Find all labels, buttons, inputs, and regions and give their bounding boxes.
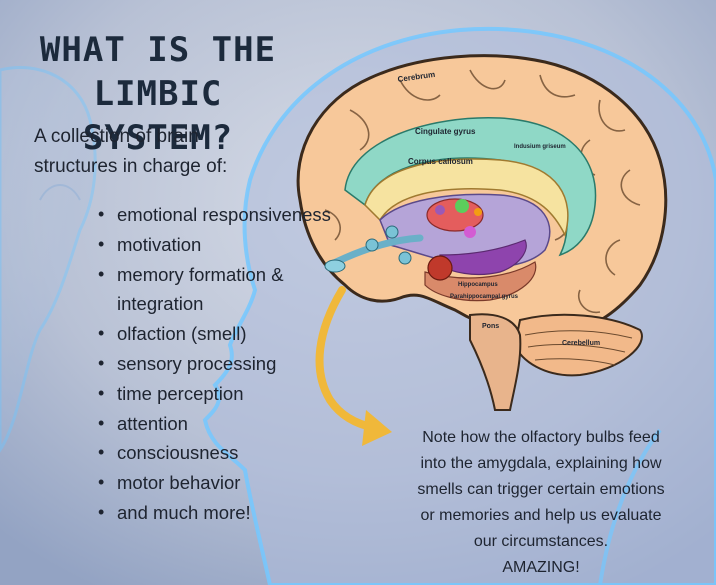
list-item: motivation [98,230,338,260]
note-line: our circumstances. [473,533,609,550]
amygdala [427,255,453,281]
list-item: motor behavior [98,468,338,498]
list-item: emotional responsiveness [98,200,338,230]
hippocampus [439,239,527,276]
page-title: WHAT IS THE LIMBIC SYSTEM? [18,28,298,160]
label-indusium-griseum: Indusium griseum [514,144,566,150]
parahippocampal-gyrus [424,261,537,302]
list-item: sensory processing [98,349,338,379]
note-line: AMAZING! [502,559,580,576]
list-item: attention [98,409,338,439]
list-item: time perception [98,379,338,409]
left-head-silhouette [0,65,97,453]
label-pons: Pons [482,323,499,330]
brain-diagram: Cerebrum Cingulate gyrus Indusium griseu… [296,54,668,411]
brainstem [469,313,522,411]
list-item: olfaction (smell) [98,319,338,349]
label-cingulate-gyrus: Cingulate gyrus [415,127,476,136]
list-item: consciousness [98,438,338,468]
note-line: into the amygdala, explaining how [420,455,662,472]
function-list: emotional responsiveness motivation memo… [98,200,338,528]
label-corpus-callosum: Corpus callosum [408,157,473,166]
note-line: smells can trigger certain emotions [417,481,665,498]
cingulate-gyrus [344,117,597,257]
title-line-1: WHAT IS THE [39,30,277,70]
corpus-callosum [364,158,569,238]
intro-text: A collection of brain structures in char… [34,126,228,177]
title-line-2: LIMBIC SYSTEM? [82,74,234,158]
label-parahippocampal: Parahippocampal gyrus [450,294,519,300]
note-line: or memories and help us evaluate [420,507,662,524]
label-hippocampus: Hippocampus [458,282,498,288]
note-line: Note how the olfactory bulbs feed [422,429,660,446]
list-item: memory formation & integration [98,260,338,320]
olfactory-note: Note how the olfactory bulbs feed into t… [386,425,696,581]
list-item: and much more! [98,498,338,528]
label-cerebellum: Cerebellum [562,340,600,347]
